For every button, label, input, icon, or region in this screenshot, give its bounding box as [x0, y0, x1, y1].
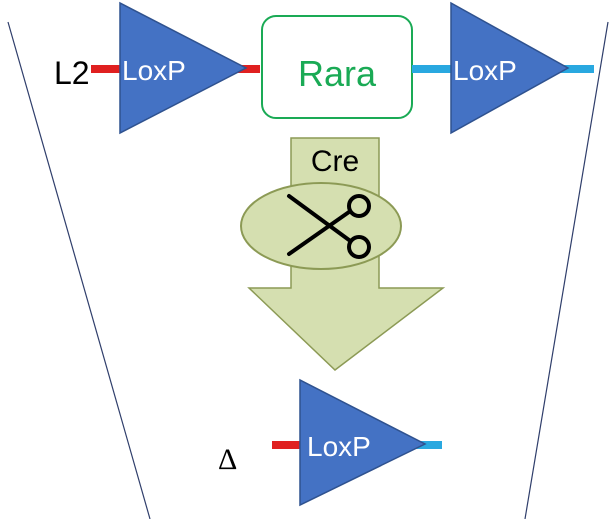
left-loxp-site: LoxP: [119, 1, 248, 135]
top-construct: L2 LoxP Rara LoxP: [54, 1, 594, 135]
cre-label: Cre: [311, 145, 359, 178]
bottom-blue-segment: [410, 441, 442, 449]
funnel-outline: [7, 21, 609, 519]
scissors-badge: [240, 182, 402, 270]
left-loxp-triangle: [119, 1, 248, 135]
bottom-loxp-triangle: [299, 378, 427, 507]
bottom-loxp-label: LoxP: [307, 431, 371, 462]
bottom-construct: Δ LoxP: [218, 378, 442, 507]
right-loxp-site: LoxP: [450, 1, 570, 135]
rara-label: Rara: [298, 53, 377, 94]
allele-label-delta: Δ: [218, 443, 237, 476]
scissors-ellipse: [240, 182, 402, 270]
funnel-right-line: [524, 21, 609, 519]
bottom-loxp-site: LoxP: [299, 378, 427, 507]
cre-recombination-arrow: Cre: [240, 137, 446, 371]
right-loxp-label: LoxP: [453, 55, 517, 86]
allele-label-l2: L2: [54, 55, 90, 91]
funnel-left-line: [7, 21, 151, 519]
left-loxp-label: LoxP: [122, 55, 186, 86]
rara-gene-box: Rara: [261, 15, 413, 119]
scissors-icon: [287, 194, 371, 259]
right-loxp-triangle: [450, 1, 570, 135]
